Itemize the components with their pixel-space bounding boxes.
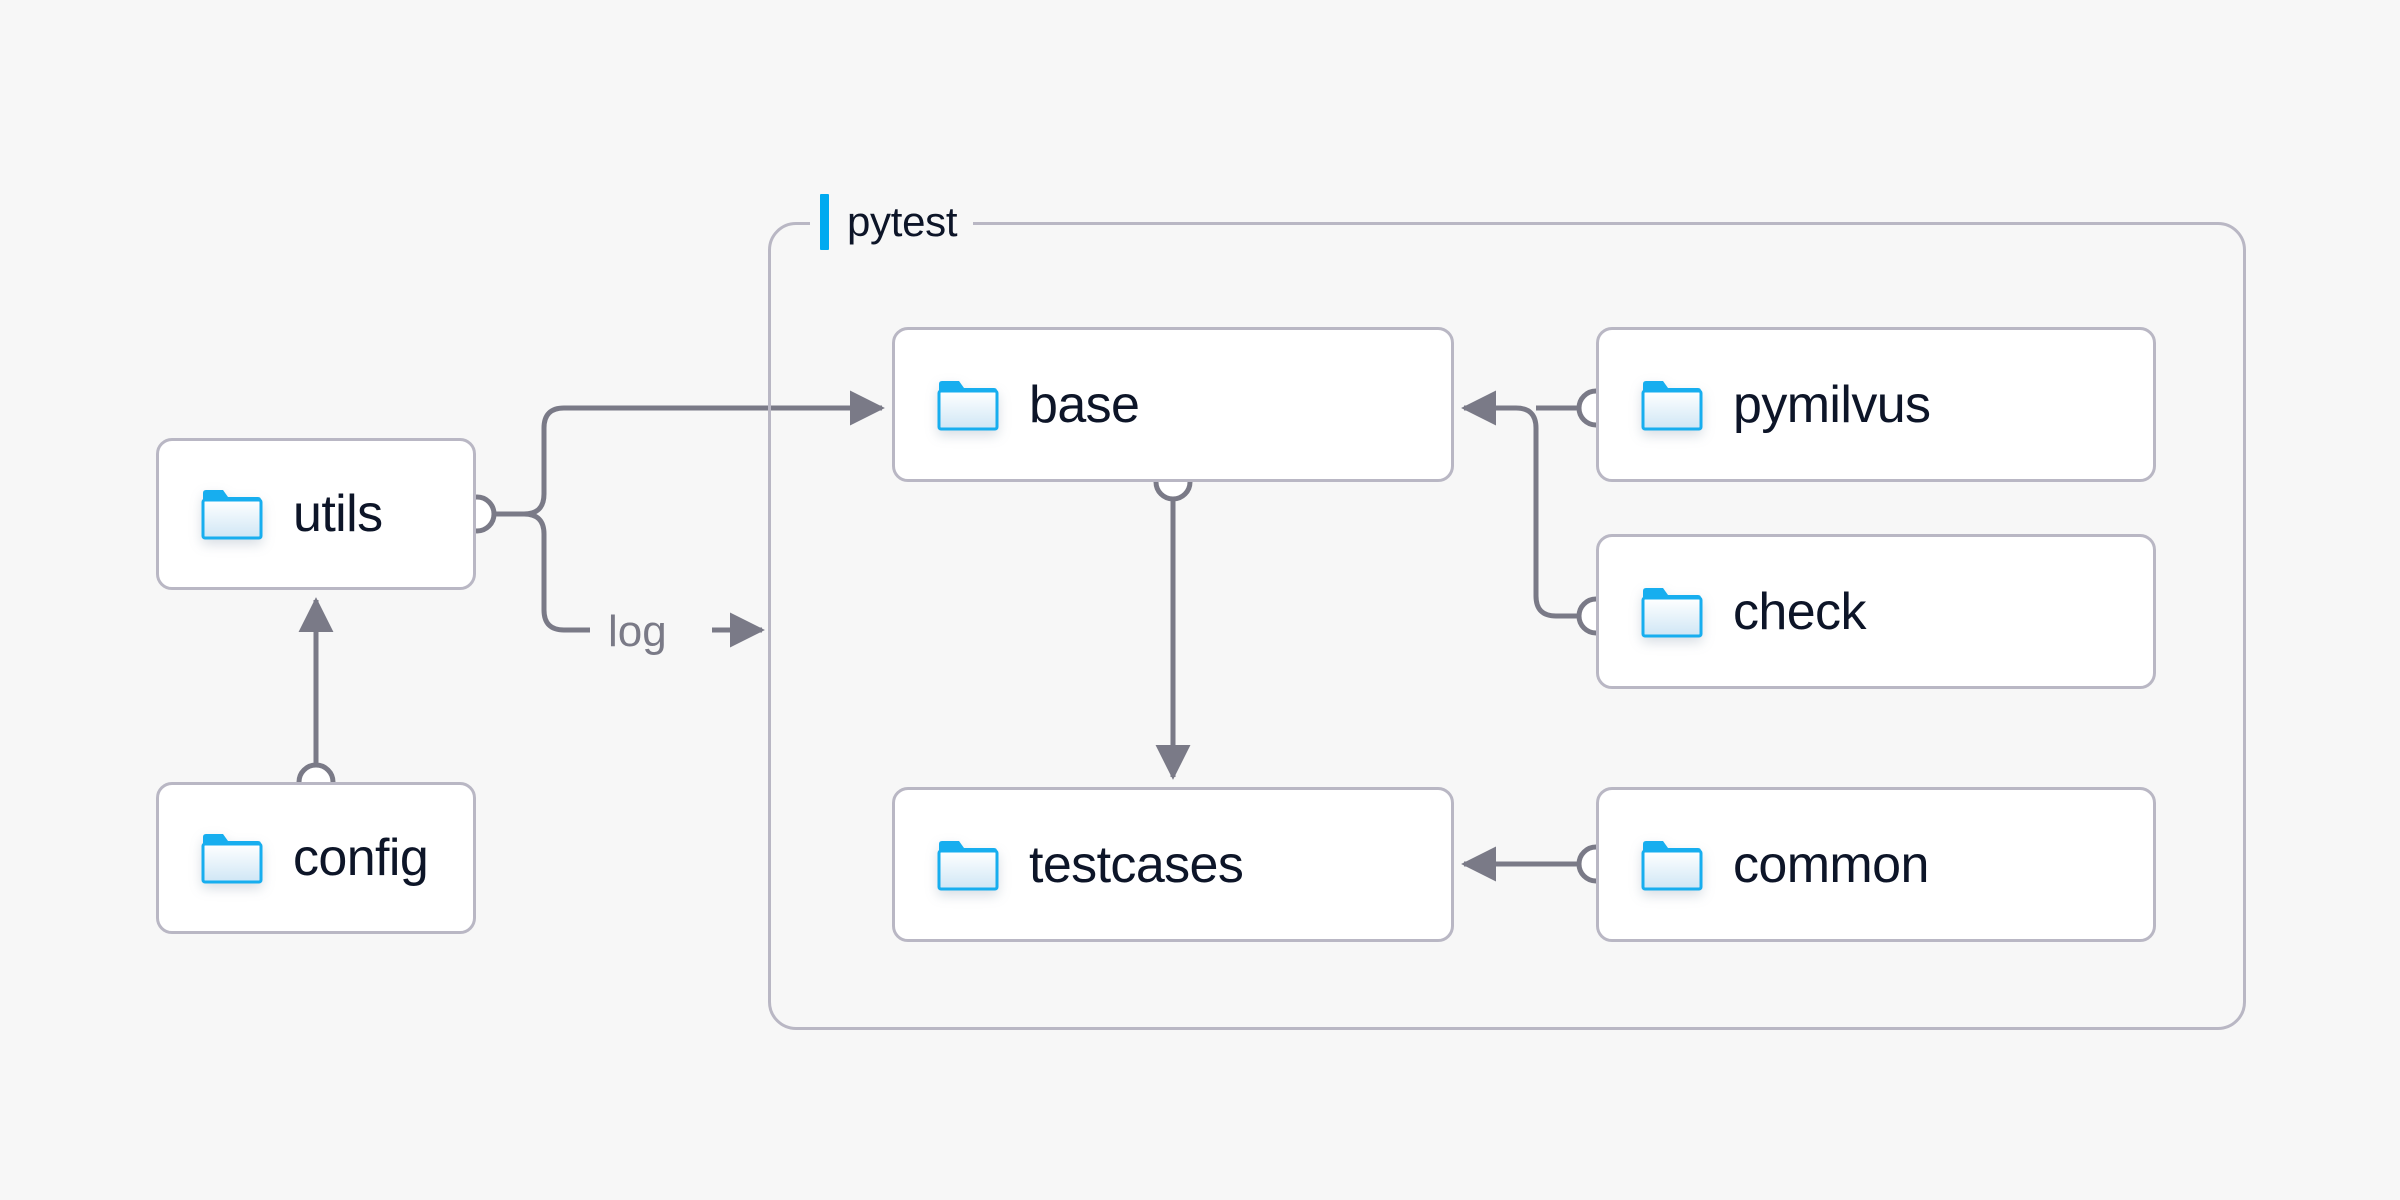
folder-icon [201, 832, 263, 884]
folder-icon [201, 488, 263, 540]
node-check-label: check [1733, 582, 1866, 641]
node-utils[interactable]: utils [156, 438, 476, 590]
node-check[interactable]: check [1596, 534, 2156, 689]
node-base[interactable]: base [892, 327, 1454, 482]
group-pytest[interactable] [768, 222, 2246, 1030]
accent-bar-icon [820, 194, 829, 250]
node-common-label: common [1733, 835, 1929, 894]
edge-label-log: log [600, 608, 675, 656]
node-utils-label: utils [293, 485, 383, 543]
node-testcases[interactable]: testcases [892, 787, 1454, 942]
folder-icon [1641, 586, 1703, 638]
node-config[interactable]: config [156, 782, 476, 934]
node-testcases-label: testcases [1029, 835, 1244, 894]
node-common[interactable]: common [1596, 787, 2156, 942]
folder-icon [937, 379, 999, 431]
folder-icon [1641, 379, 1703, 431]
folder-icon [937, 839, 999, 891]
node-base-label: base [1029, 375, 1140, 434]
group-pytest-label: pytest [810, 190, 974, 254]
node-pymilvus-label: pymilvus [1733, 375, 1931, 434]
node-config-label: config [293, 829, 429, 887]
edge-config-to-utils [296, 597, 336, 802]
group-pytest-label-text: pytest [847, 198, 958, 245]
node-pymilvus[interactable]: pymilvus [1596, 327, 2156, 482]
folder-icon [1641, 839, 1703, 891]
